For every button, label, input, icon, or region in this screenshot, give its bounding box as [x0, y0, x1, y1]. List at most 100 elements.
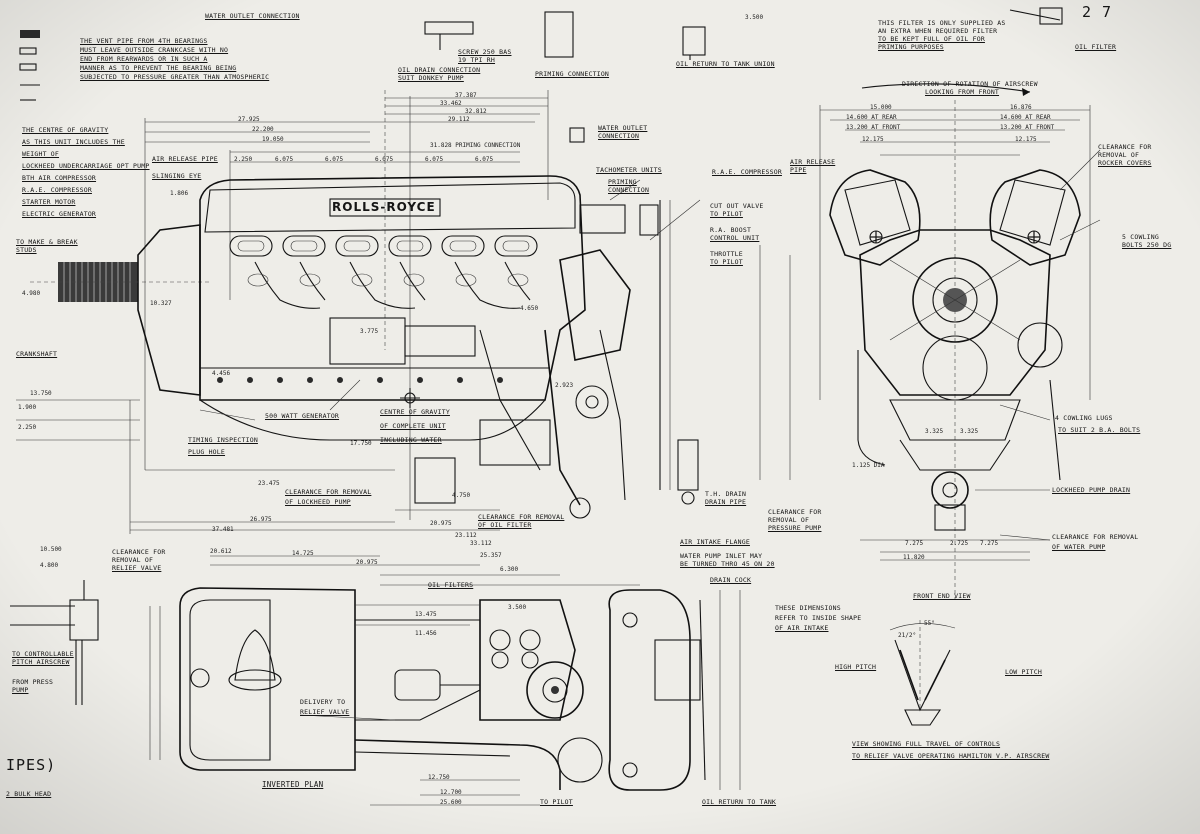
relief-valve-detail [10, 580, 99, 705]
dim-side-6: 17.750 [350, 440, 372, 447]
front-view-caption: FRONT END VIEW [913, 592, 971, 600]
note-cg-unit-1: CENTRE OF GRAVITY [380, 408, 450, 416]
note-clear-pressure-1: CLEARANCE FOR [768, 508, 822, 516]
dim-top-6: 19.050 [262, 136, 284, 143]
dim-top-1: 33.462 [440, 100, 462, 107]
dim-top-10: 6.075 [325, 156, 344, 163]
note-controls-1: VIEW SHOWING FULL TRAVEL OF CONTROLS [852, 740, 1001, 748]
side-view-engine [30, 175, 699, 519]
note-priming-2a: PRIMING [608, 178, 637, 186]
dim-side-12: 4.980 [22, 290, 41, 297]
note-cg-5: BTH AIR COMPRESSOR [22, 174, 97, 182]
dim-bot-10: 10.500 [40, 546, 62, 553]
dim-front-r4: 12.175 [1015, 136, 1037, 143]
note-relief-3: RELIEF VALVE [112, 564, 162, 572]
note-delivery-1: DELIVERY TO [300, 698, 346, 706]
note-oil-return: OIL RETURN TO TANK UNION [676, 60, 775, 68]
note-cg-6: R.A.E. COMPRESSOR [22, 186, 92, 194]
dim-bot-9: 25.600 [440, 799, 462, 806]
dim-side-5: 4.750 [452, 492, 471, 499]
note-cowling-lugs-1: 4 COWLING LUGS [1055, 414, 1113, 422]
dim-top-5: 22.200 [252, 126, 274, 133]
note-cutout-2: TO PILOT [710, 210, 743, 218]
note-clear-pressure-3: PRESSURE PUMP [768, 524, 822, 532]
dim-top-11: 6.075 [375, 156, 394, 163]
note-boost-1: R.A. BOOST [710, 226, 752, 234]
note-clear-oil-2: OF OIL FILTER [478, 521, 532, 529]
dim-top-14: 1.806 [170, 190, 189, 197]
note-rocker-3: ROCKER COVERS [1098, 159, 1152, 167]
note-hamilton-2: PITCH AIRSCREW [12, 658, 70, 666]
note-vent-2: MUST LEAVE OUTSIDE CRANKCASE WITH NO [80, 46, 229, 54]
note-cg-unit-3: INCLUDING WATER [380, 436, 442, 444]
note-lockheed-drain: LOCKHEED PUMP DRAIN [1052, 486, 1131, 494]
note-clear-water-2: OF WATER PUMP [1052, 543, 1106, 551]
note-rae-comp: R.A.E. COMPRESSOR [712, 168, 782, 176]
note-cg-3: WEIGHT OF [22, 150, 60, 158]
note-bulk-head: 2 BULK HEAD [6, 790, 52, 798]
page-mark: 2 7 [1082, 3, 1113, 21]
note-make-break-1: TO MAKE & BREAK [16, 238, 78, 246]
inverted-plan-caption: INVERTED PLAN [262, 780, 324, 789]
dim-front-r2: 14.600 AT REAR [1000, 114, 1051, 121]
note-cowling-bolts-1: 5 COWLING [1122, 233, 1160, 241]
note-cowling-lugs-2: TO SUIT 2 B.A. BOLTS [1058, 426, 1141, 434]
note-vent-1: THE VENT PIPE FROM 4TH BEARINGS [80, 37, 208, 45]
dim-side-0: 23.475 [258, 480, 280, 487]
inverted-plan [149, 555, 741, 806]
note-air-intake: AIR INTAKE FLANGE [680, 538, 750, 546]
dim-side-8: 10.327 [150, 300, 172, 307]
note-boost-2: CONTROL UNIT [710, 234, 760, 242]
dim-bot-6: 11.456 [415, 630, 437, 637]
note-generator: 500 WATT GENERATOR [265, 412, 340, 420]
note-air-release-2a: AIR RELEASE [790, 158, 836, 166]
note-vent-4: MANNER AS TO PREVENT THE BEARING BEING [80, 64, 237, 72]
dim-top-13: 6.075 [475, 156, 494, 163]
dim-bot-5: 13.475 [415, 611, 437, 618]
dim-bot-4: 20.612 [210, 548, 232, 555]
dim-top-8: 2.250 [234, 156, 253, 163]
note-high-pitch: HIGH PITCH [835, 663, 877, 671]
note-cg-1: THE CENTRE OF GRAVITY [22, 126, 109, 134]
controls-travel-view [889, 620, 956, 726]
dim-side-2: 37.481 [212, 526, 234, 533]
dim-top-3: 29.112 [448, 116, 470, 123]
angle-b: 21/2° [898, 632, 917, 639]
dim-bot-19: 3.325 [960, 428, 979, 435]
dim-bot-8: 12.700 [440, 789, 462, 796]
dim-bot-13: 6.300 [500, 566, 519, 573]
note-controls-2: TO RELIEF VALVE OPERATING HAMILTON V.P. … [852, 752, 1050, 760]
dim-bot-3: 33.112 [470, 540, 492, 547]
dim-side-1: 26.975 [250, 516, 272, 523]
dim-bot-14: 7.275 [905, 540, 924, 547]
dim-bot-7: 12.750 [428, 774, 450, 781]
note-clear-pressure-2: REMOVAL OF [768, 516, 810, 524]
note-vent-3: END FROM REARWARDS OR IN SUCH A [80, 55, 208, 63]
note-relief-1: CLEARANCE FOR [112, 548, 166, 556]
brand-plate: ROLLS-ROYCE [332, 200, 436, 214]
dim-bot-2: 25.357 [480, 552, 502, 559]
note-clear-water-1: CLEARANCE FOR REMOVAL [1052, 533, 1139, 541]
side-dimension-lines [16, 399, 500, 534]
note-filter-4: PRIMING PURPOSES [878, 43, 944, 51]
dim-top-18: 3.500 [745, 14, 764, 21]
note-oil-filter: OIL FILTER [1075, 43, 1117, 51]
dim-top-2: 32.812 [465, 108, 487, 115]
dim-side-10: 1.900 [18, 404, 37, 411]
note-rocker-2: REMOVAL OF [1098, 151, 1140, 159]
note-water-inlet-1: WATER PUMP INLET MAY [680, 552, 763, 560]
note-rotation-1: DIRECTION OF ROTATION OF AIRSCREW [902, 80, 1038, 88]
note-cg-7: STARTER MOTOR [22, 198, 76, 206]
top-fittings [424, 7, 1063, 143]
dim-side-7: 4.456 [212, 370, 231, 377]
note-water-outlet: WATER OUTLET CONNECTION [205, 12, 300, 20]
dim-front-1: 15.000 [870, 104, 892, 111]
note-low-pitch: LOW PITCH [1005, 668, 1043, 676]
note-filter-2: AN EXTRA WHEN REQUIRED FILTER [878, 27, 998, 35]
dim-bot-20: 1.125 DIA [852, 462, 885, 469]
note-filter-3: TO BE KEPT FULL OF OIL FOR [878, 35, 985, 43]
dim-side-3: 20.975 [430, 520, 452, 527]
leader-lines [199, 149, 1101, 721]
note-drain-cock: DRAIN COCK [710, 576, 752, 584]
note-slinging: SLINGING EYE [152, 172, 202, 180]
